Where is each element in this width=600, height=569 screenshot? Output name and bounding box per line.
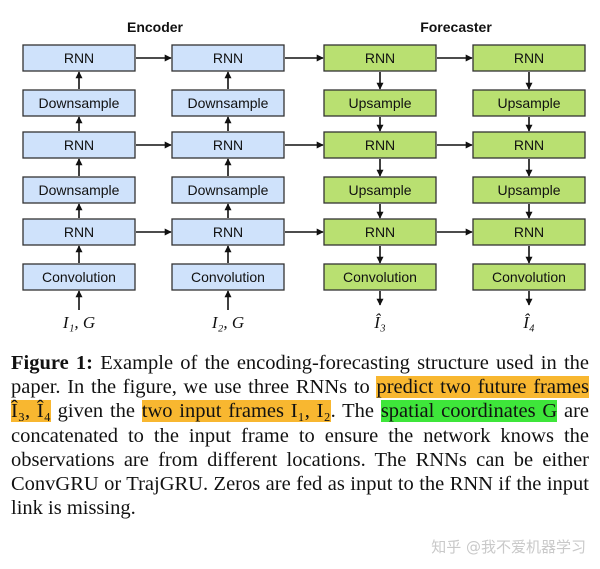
forecaster-rnn-box: [472, 131, 586, 159]
rnn-label: RNN: [365, 137, 395, 153]
convolution-label: Convolution: [191, 269, 265, 285]
encoder-downsample-box: [171, 89, 285, 117]
forecaster-rnn-box: [323, 44, 437, 72]
downsample-label: Downsample: [188, 182, 269, 198]
encoding-forecasting-diagram: Encoder Forecaster RNNDownsampleRNNDowns…: [22, 19, 586, 332]
convolution-label: Convolution: [343, 269, 417, 285]
upsample-label: Upsample: [497, 182, 560, 198]
caption-label: Figure 1:: [11, 352, 93, 374]
convolution-label: Convolution: [42, 269, 116, 285]
highlight-input-frames: two input frames I₁, I₂: [141, 400, 331, 423]
rnn-label: RNN: [64, 224, 94, 240]
rnn-label: RNN: [213, 50, 243, 66]
caption-text-4: are concatenated to the input frame to e…: [11, 400, 589, 520]
encoder-downsample-box: [22, 176, 136, 204]
upsample-label: Upsample: [348, 95, 411, 111]
encoder-rnn-box: [171, 218, 285, 246]
downsample-label: Downsample: [39, 182, 120, 198]
convolution-label: Convolution: [492, 269, 566, 285]
encoder-rnn-box: [22, 44, 136, 72]
encoder-downsample-box: [22, 89, 136, 117]
downsample-label: Downsample: [188, 95, 269, 111]
encoder-downsample-box: [171, 176, 285, 204]
encoder-title: Encoder: [127, 19, 184, 35]
forecaster-convolution-box: [323, 263, 437, 291]
rnn-label: RNN: [365, 50, 395, 66]
caption-text-1: Example of the encoding-forecasting stru…: [11, 352, 590, 399]
encoder-rnn-box: [171, 44, 285, 72]
rnn-label: RNN: [514, 50, 544, 66]
input-label: I₂, G: [211, 313, 244, 332]
forecaster-rnn-box: [323, 131, 437, 159]
highlight-spatial-coordinates: spatial coordinates G: [380, 400, 558, 423]
upsample-label: Upsample: [497, 95, 560, 111]
forecaster-rnn-box: [472, 218, 586, 246]
rnn-label: RNN: [213, 137, 243, 153]
caption-text-3: . The: [330, 400, 381, 423]
input-label: I₁, G: [62, 313, 95, 332]
forecaster-rnn-box: [472, 44, 586, 72]
forecaster-upsample-box: [472, 89, 586, 117]
rnn-label: RNN: [514, 137, 544, 153]
forecaster-convolution-box: [472, 263, 586, 291]
forecaster-title: Forecaster: [420, 19, 492, 35]
encoder-rnn-box: [22, 131, 136, 159]
rnn-label: RNN: [213, 224, 243, 240]
figure-caption: Figure 1: Example of the encoding-foreca…: [11, 351, 589, 520]
output-label: Î₃: [373, 313, 386, 332]
forecaster-upsample-box: [472, 176, 586, 204]
encoder-rnn-box: [171, 131, 285, 159]
encoder-rnn-box: [22, 218, 136, 246]
caption-text-2: given the: [50, 400, 142, 423]
encoder-convolution-box: [171, 263, 285, 291]
downsample-label: Downsample: [39, 95, 120, 111]
watermark: 知乎 @我不爱机器学习: [431, 538, 586, 556]
rnn-label: RNN: [64, 137, 94, 153]
forecaster-rnn-box: [323, 218, 437, 246]
rnn-label: RNN: [365, 224, 395, 240]
encoder-convolution-box: [22, 263, 136, 291]
rnn-label: RNN: [514, 224, 544, 240]
forecaster-upsample-box: [323, 89, 437, 117]
forecaster-upsample-box: [323, 176, 437, 204]
rnn-label: RNN: [64, 50, 94, 66]
output-label: Î₄: [522, 313, 535, 332]
upsample-label: Upsample: [348, 182, 411, 198]
